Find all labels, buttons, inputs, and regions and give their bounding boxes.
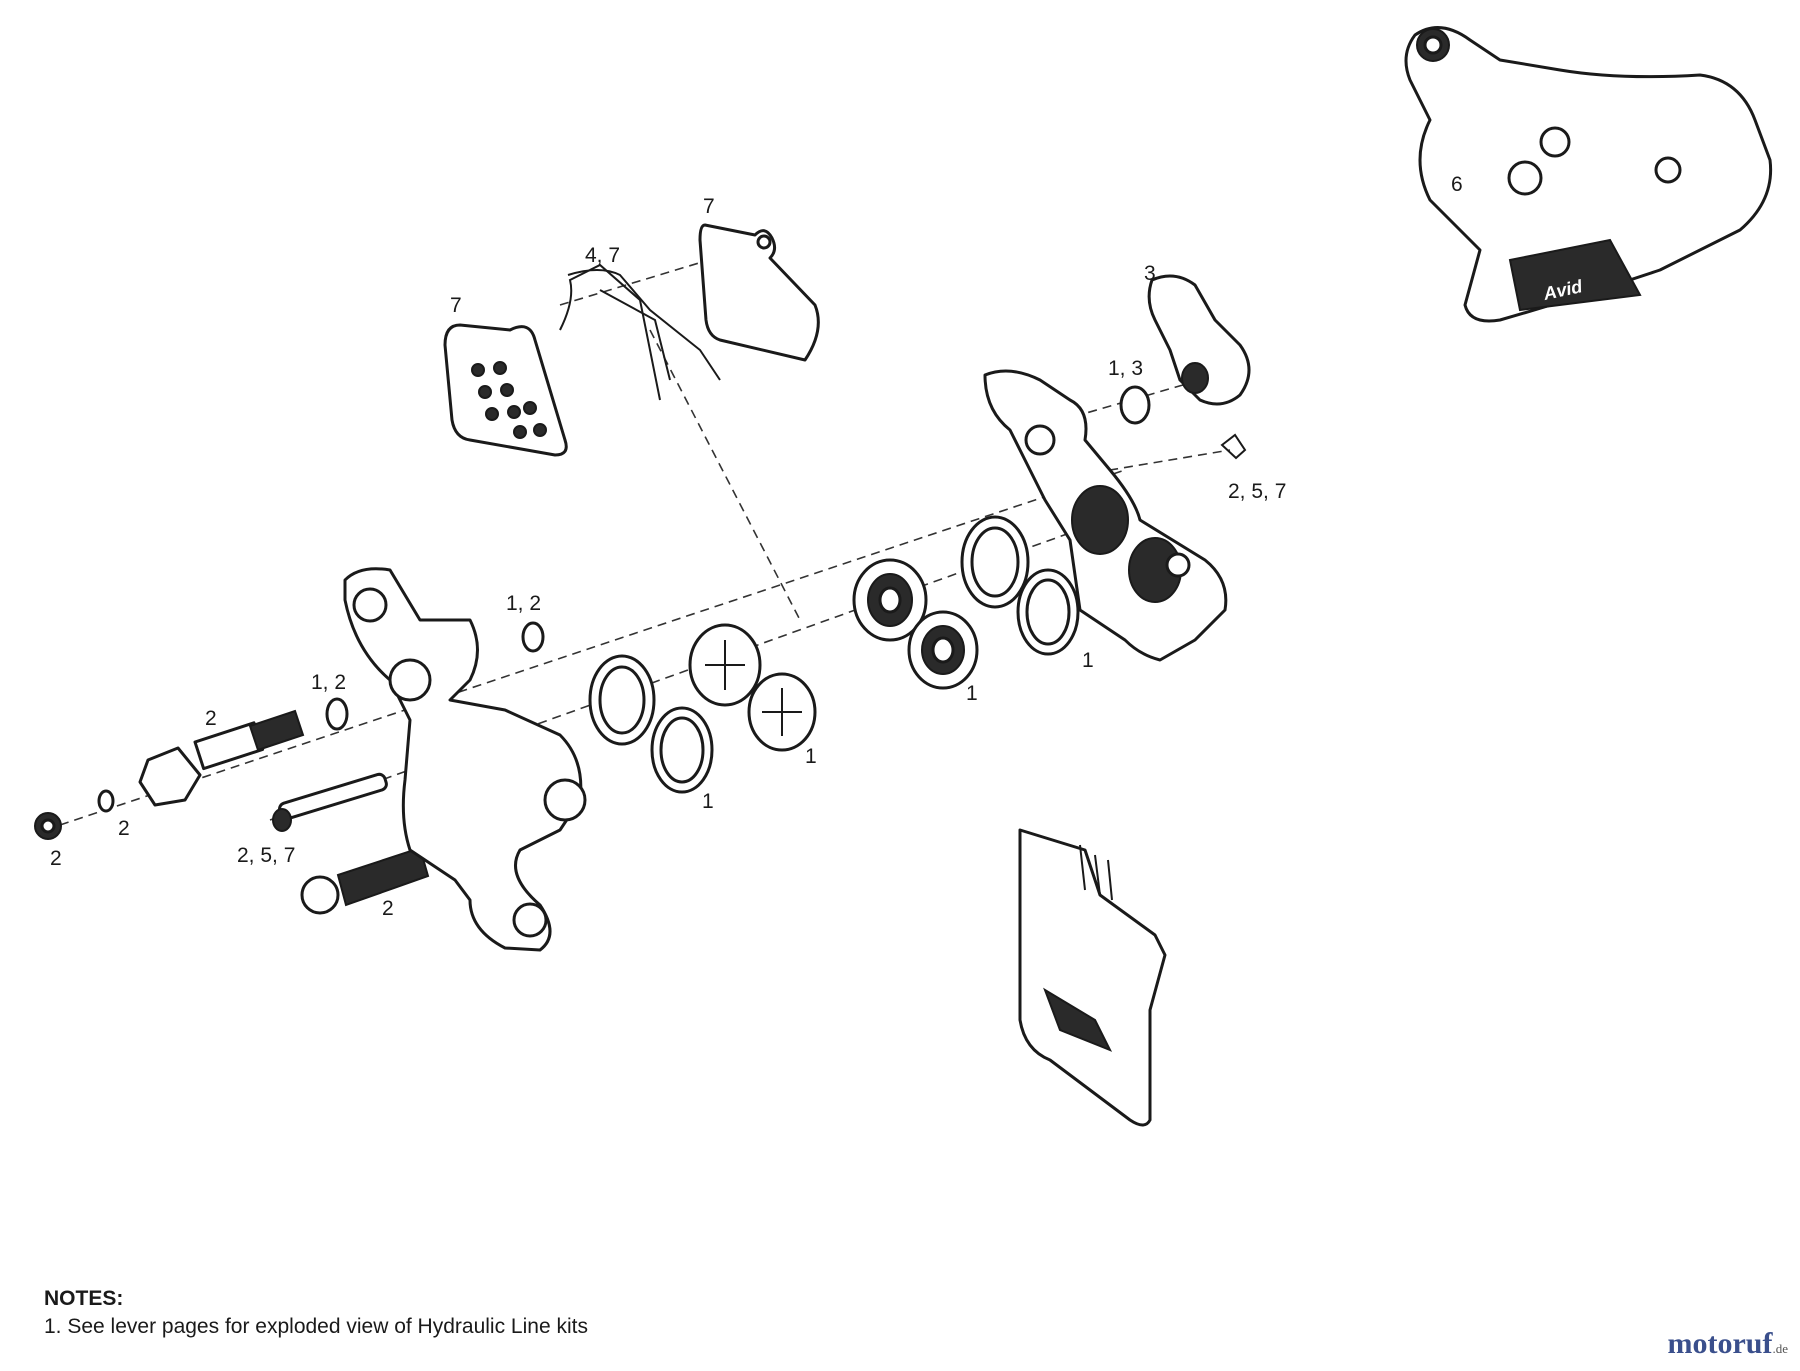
watermark-logo: motoruf.de bbox=[1667, 1327, 1788, 1361]
callout-adapter: 3 bbox=[1144, 262, 1156, 285]
piston-a bbox=[688, 623, 762, 707]
banjo-bolt bbox=[138, 709, 305, 807]
mounting-adapter bbox=[1147, 274, 1251, 406]
pad-spacer bbox=[1018, 828, 1167, 1127]
callout-clip: 2, 5, 7 bbox=[1228, 480, 1286, 503]
seal-ring-a bbox=[588, 654, 656, 746]
callout-seal-mid: 1, 2 bbox=[311, 671, 346, 694]
callout-oring-adapter: 1, 3 bbox=[1108, 357, 1143, 380]
watermark-tld: .de bbox=[1772, 1341, 1788, 1356]
callout-piston-a: 1 bbox=[805, 745, 817, 768]
callout-seal-ring-b: 1 bbox=[1082, 649, 1094, 672]
caliper-outboard-half bbox=[983, 369, 1228, 662]
pad-spring bbox=[559, 263, 721, 401]
watermark-name: motoruf bbox=[1667, 1327, 1773, 1360]
callout-pad-pin: 2, 5, 7 bbox=[237, 844, 295, 867]
banjo-cap bbox=[34, 812, 62, 840]
pad-clip bbox=[1220, 433, 1247, 460]
callout-seal-top: 1, 2 bbox=[506, 592, 541, 615]
callout-spring: 4, 7 bbox=[585, 244, 620, 267]
callout-caliper-assembly: 6 bbox=[1451, 173, 1463, 196]
seal-ring-c bbox=[960, 515, 1030, 609]
seal-ring-d bbox=[1016, 568, 1080, 656]
callout-labels: 7 4, 7 7 3 1, 3 2, 5, 7 6 1, 2 1, 2 2 2 … bbox=[50, 173, 1463, 920]
piston-b bbox=[747, 672, 817, 752]
piston-d bbox=[907, 610, 979, 690]
adapter-oring bbox=[1119, 385, 1151, 425]
notes-title: NOTES: bbox=[44, 1287, 124, 1310]
seal-small-top bbox=[521, 621, 545, 653]
pad-pin bbox=[272, 772, 388, 832]
brake-pad-left bbox=[443, 323, 568, 457]
callout-piston-b: 1 bbox=[966, 682, 978, 705]
notes-block: NOTES: 1. See lever pages for exploded v… bbox=[44, 1287, 588, 1339]
callout-cap: 2 bbox=[50, 847, 62, 870]
caliper-inboard-half bbox=[343, 567, 587, 952]
caliper-assembly bbox=[1404, 26, 1773, 323]
banjo-washer bbox=[97, 789, 115, 813]
seal-small-mid bbox=[325, 697, 349, 731]
brake-pad-right bbox=[698, 223, 820, 362]
notes-item: 1. See lever pages for exploded view of … bbox=[44, 1315, 588, 1338]
callout-pad-right: 7 bbox=[703, 195, 715, 218]
callout-banjo-bolt: 2 bbox=[205, 707, 217, 730]
callout-washer: 2 bbox=[118, 817, 130, 840]
callout-mount-bolt: 2 bbox=[382, 897, 394, 920]
callout-pad-left: 7 bbox=[450, 294, 462, 317]
mount-bolt bbox=[300, 846, 430, 915]
seal-ring-b bbox=[650, 706, 714, 794]
callout-seal-ring-a: 1 bbox=[702, 790, 714, 813]
piston-c bbox=[852, 558, 928, 642]
